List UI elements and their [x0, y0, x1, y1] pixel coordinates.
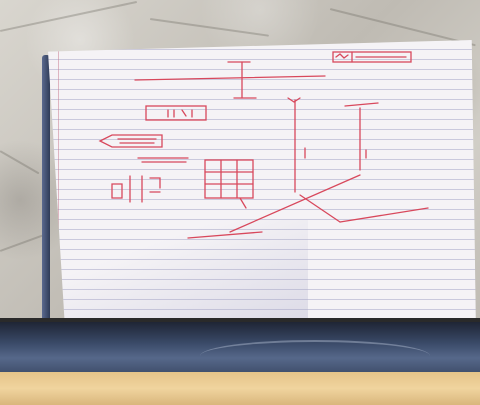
notebook-binding	[42, 55, 50, 325]
grid-drawing	[204, 159, 254, 199]
grid-lines	[204, 159, 254, 199]
margin-line	[58, 40, 59, 330]
diagonal-line-1	[229, 174, 361, 233]
notebook-page	[48, 40, 476, 330]
page-shadow	[48, 220, 308, 330]
bottom-line	[187, 231, 263, 239]
diagonal-line-2	[299, 194, 341, 223]
tan-fabric	[0, 372, 480, 405]
block-group	[111, 175, 161, 203]
ruled-lines	[48, 40, 476, 330]
ground-line	[339, 207, 429, 223]
header-scribble	[335, 53, 407, 59]
grid-arrow	[239, 197, 247, 209]
post-top-mark	[287, 97, 301, 103]
arrow-box-text	[117, 138, 157, 144]
post-label	[304, 147, 367, 159]
label-text	[137, 157, 189, 163]
top-right-bar	[344, 102, 379, 107]
jeans-seam	[200, 340, 430, 372]
label-box-1	[145, 105, 207, 121]
header-box	[332, 51, 412, 63]
top-line	[134, 75, 326, 81]
arrow-box	[98, 134, 163, 148]
label-box-1-text	[167, 109, 193, 118]
